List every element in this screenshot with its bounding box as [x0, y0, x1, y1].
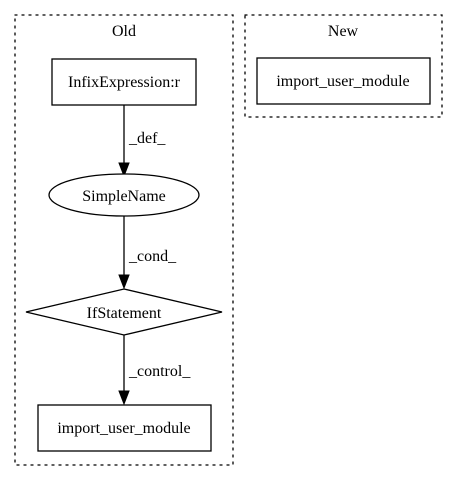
edge-def-arrowhead — [118, 162, 130, 178]
cluster-old-label: Old — [112, 23, 136, 40]
node-import-user-module-old-label: import_user_module — [57, 420, 190, 437]
cluster-new-label: New — [328, 23, 359, 40]
node-simple-name-label: SimpleName — [82, 188, 166, 205]
edge-def-label: _def_ — [128, 130, 166, 147]
node-import-user-module-new[interactable]: import_user_module — [256, 57, 431, 105]
cluster-new-border — [244, 14, 443, 118]
node-import-user-module-old-box — [37, 404, 212, 452]
edge-def: _def_ — [118, 105, 166, 178]
cluster-old-border — [14, 14, 234, 466]
edge-cond-arrowhead — [118, 274, 130, 290]
cluster-old: Old — [14, 14, 234, 466]
node-infix-expression-label: InfixExpression:r — [68, 74, 181, 91]
node-simple-name[interactable]: SimpleName — [48, 173, 200, 217]
node-import-user-module-new-box — [256, 57, 431, 105]
edge-control: _control_ — [118, 335, 191, 406]
node-infix-expression-box — [51, 58, 197, 106]
node-import-user-module-old[interactable]: import_user_module — [37, 404, 212, 452]
cluster-new: New — [244, 14, 443, 118]
edge-control-arrowhead — [118, 390, 130, 406]
node-if-statement-label: IfStatement — [87, 305, 162, 322]
node-infix-expression[interactable]: InfixExpression:r — [51, 58, 197, 106]
edge-control-label: _control_ — [128, 363, 191, 380]
node-if-statement[interactable]: IfStatement — [25, 288, 223, 336]
node-import-user-module-new-label: import_user_module — [276, 73, 409, 90]
edge-cond-label: _cond_ — [128, 248, 177, 265]
edge-cond: _cond_ — [118, 216, 177, 290]
